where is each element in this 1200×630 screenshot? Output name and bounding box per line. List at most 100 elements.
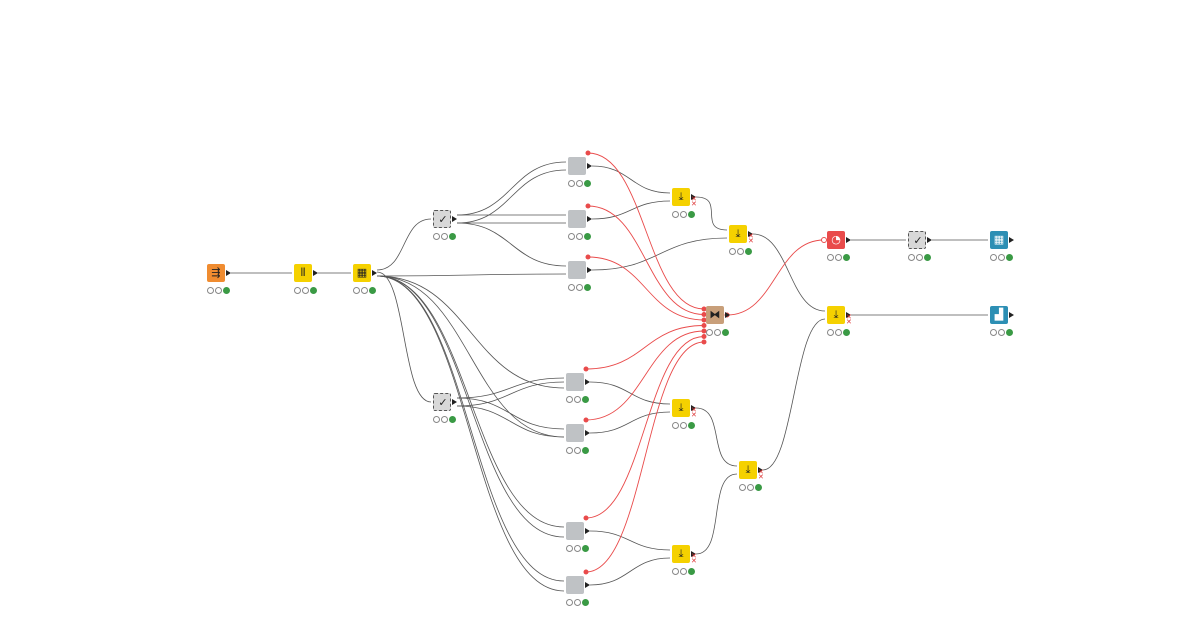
column-filter-icon: ⫴: [300, 266, 306, 279]
node-g7[interactable]: [566, 576, 584, 594]
flow-variable-port[interactable]: [701, 306, 707, 312]
flow-variable-port[interactable]: [701, 317, 707, 323]
output-port[interactable]: [691, 551, 696, 557]
node-g4[interactable]: [566, 373, 584, 391]
node-status-indicator: [990, 329, 1013, 336]
connection: [376, 275, 565, 438]
node-m3[interactable]: ✓: [908, 231, 926, 249]
node-status-indicator: [294, 287, 317, 294]
output-port[interactable]: [846, 312, 851, 318]
flow-variable-port[interactable]: [701, 334, 707, 339]
node-status-indicator: [568, 233, 591, 240]
node-g5[interactable]: [566, 424, 584, 442]
node-j1[interactable]: ⤓: [672, 188, 690, 206]
connection: [456, 405, 565, 438]
flow-variable-port[interactable]: [701, 323, 707, 328]
flow-variable-port[interactable]: [583, 366, 589, 372]
connection: [762, 318, 826, 471]
output-port[interactable]: [587, 267, 592, 273]
output-port[interactable]: [1009, 312, 1014, 318]
learner-icon: [568, 157, 586, 175]
learner-icon: [566, 576, 584, 594]
inactive-port-icon: ✕: [691, 406, 697, 414]
output-port[interactable]: [691, 194, 696, 200]
node-status-indicator: [568, 284, 591, 291]
node-j5[interactable]: ⤓: [672, 545, 690, 563]
connection: [591, 165, 671, 194]
node-g1[interactable]: [568, 157, 586, 175]
node-j6[interactable]: ⤓: [827, 306, 845, 324]
node-j3[interactable]: ⤓: [672, 399, 690, 417]
output-port[interactable]: [1009, 237, 1014, 243]
node-status-indicator: [672, 568, 695, 575]
inactive-port-icon: ✕: [846, 313, 852, 321]
connection: [456, 377, 565, 399]
connection: [591, 200, 671, 220]
node-v1[interactable]: ⧓: [706, 306, 724, 324]
node-n3[interactable]: ▦: [353, 264, 371, 282]
node-o2[interactable]: ▟: [990, 306, 1008, 324]
node-m1[interactable]: ✓: [433, 210, 451, 228]
variable-merge-icon: ⧓: [709, 308, 721, 321]
flow-variable-port[interactable]: [585, 254, 591, 260]
connection: [376, 275, 565, 528]
flow-variable-port[interactable]: [583, 515, 589, 521]
output-port[interactable]: [585, 430, 590, 436]
workflow-edges: [231, 161, 988, 592]
flow-variable-port[interactable]: [821, 237, 827, 243]
output-port[interactable]: [748, 231, 753, 237]
learner-icon: [568, 261, 586, 279]
connection: [695, 473, 738, 555]
connection: [376, 275, 565, 582]
node-status-indicator: [433, 416, 456, 423]
output-port[interactable]: [758, 467, 763, 473]
flow-variable-port[interactable]: [583, 417, 589, 423]
inactive-port-icon: ✕: [846, 318, 852, 326]
node-g3[interactable]: [568, 261, 586, 279]
flow-variable-port[interactable]: [585, 203, 591, 209]
output-port[interactable]: [452, 399, 457, 405]
output-port[interactable]: [313, 270, 318, 276]
connection: [456, 161, 567, 216]
inactive-port-icon: ✕: [691, 557, 697, 565]
flow-variable-port[interactable]: [701, 339, 707, 345]
joiner-icon: ⤓: [833, 308, 839, 321]
flow-variable-port[interactable]: [583, 569, 589, 575]
output-port[interactable]: [587, 163, 592, 169]
node-status-indicator: [433, 233, 456, 240]
connection: [587, 256, 705, 321]
node-m2[interactable]: ✓: [433, 393, 451, 411]
connection: [376, 271, 432, 403]
output-port[interactable]: [585, 528, 590, 534]
node-g2[interactable]: [568, 210, 586, 228]
flow-variable-port[interactable]: [701, 312, 707, 317]
output-port[interactable]: [585, 379, 590, 385]
node-j2[interactable]: ⤓: [729, 225, 747, 243]
learner-icon: [566, 424, 584, 442]
node-status-indicator: [990, 254, 1013, 261]
flow-variable-port[interactable]: [701, 328, 707, 334]
node-n2[interactable]: ⫴: [294, 264, 312, 282]
node-j4[interactable]: ⤓: [739, 461, 757, 479]
flow-variable-port[interactable]: [585, 150, 591, 156]
output-port[interactable]: [452, 216, 457, 222]
output-port[interactable]: [585, 582, 590, 588]
connection: [585, 341, 705, 573]
output-port[interactable]: [691, 405, 696, 411]
node-n1[interactable]: ⇶: [207, 264, 225, 282]
joiner-icon: ⤓: [678, 190, 684, 203]
node-status-indicator: [706, 329, 729, 336]
inactive-port-icon: ✕: [758, 468, 764, 476]
output-port[interactable]: [927, 237, 932, 243]
node-g6[interactable]: [566, 522, 584, 540]
output-port[interactable]: [587, 216, 592, 222]
node-t1[interactable]: ◔: [827, 231, 845, 249]
output-port[interactable]: [226, 270, 231, 276]
connection: [585, 330, 705, 421]
connection: [589, 411, 671, 434]
output-port[interactable]: [846, 237, 851, 243]
output-port[interactable]: [372, 270, 377, 276]
output-port[interactable]: [725, 312, 730, 318]
node-o1[interactable]: ▦: [990, 231, 1008, 249]
